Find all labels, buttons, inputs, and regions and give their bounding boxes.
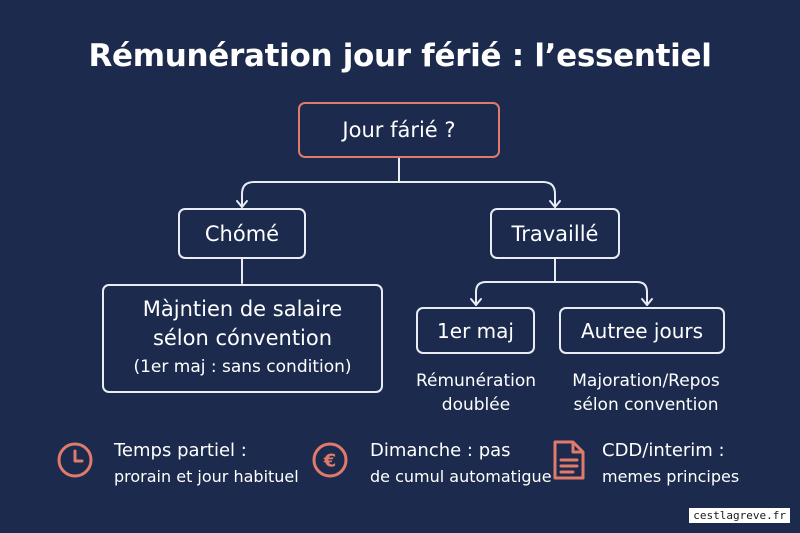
case-1er-mai-desc: Rémunération doublée bbox=[400, 369, 552, 417]
root-label: Jour fárié ? bbox=[342, 118, 456, 142]
branch-chome-label: Chómé bbox=[204, 221, 280, 246]
chome-detail-box: Màjntien de salaire sélon cónvention (1e… bbox=[102, 284, 383, 393]
case-autres-jours-box: Autree jours bbox=[559, 307, 725, 354]
connector-root-left bbox=[241, 181, 400, 208]
clock-icon bbox=[57, 442, 93, 478]
case-1er-mai-box: 1er maj bbox=[416, 307, 535, 354]
footer-dimanche-title: Dimanche : pas bbox=[370, 440, 511, 461]
watermark: cestlagreve.fr bbox=[689, 508, 790, 523]
svg-text:€: € bbox=[323, 451, 337, 472]
footer-temps-partiel-sub: prorain et jour habituel bbox=[114, 467, 299, 486]
case-autres-jours-desc-line-2: sélon convention bbox=[573, 395, 719, 415]
footer-cdd-title: CDD/interim : bbox=[602, 440, 725, 461]
footer-temps-partiel-title: Temps partiel : bbox=[114, 440, 247, 461]
case-autres-jours-desc-line-1: Majoration/Repos bbox=[572, 371, 720, 391]
chome-detail-line-1: Màjntien de salaire bbox=[142, 297, 343, 321]
footer-cdd-sub: memes principes bbox=[602, 467, 740, 486]
case-1er-mai-label: 1er maj bbox=[437, 318, 514, 343]
page-title: Rémunération jour férié : l’essentiel bbox=[88, 38, 712, 74]
connector-right-right bbox=[554, 281, 648, 306]
branch-travaille-label: Travaillé bbox=[511, 221, 599, 246]
case-autres-jours-label: Autree jours bbox=[580, 318, 704, 343]
branch-chome-box: Chómé bbox=[178, 208, 306, 259]
euro-icon: € bbox=[312, 442, 348, 478]
chome-detail-line-3: (1er maj : sans condition) bbox=[133, 357, 352, 377]
case-1er-mai-desc-line-2: doublée bbox=[441, 395, 511, 415]
branch-travaille-box: Travaillé bbox=[490, 208, 620, 259]
case-1er-mai-desc-line-1: Rémunération bbox=[415, 371, 537, 391]
connector-root-right bbox=[398, 181, 556, 208]
case-autres-jours-desc: Majoration/Repos sélon convention bbox=[552, 369, 740, 417]
root-question-box: Jour fárié ? bbox=[298, 102, 500, 158]
chome-detail-line-2: sélon cónvention bbox=[152, 326, 333, 350]
document-icon bbox=[553, 440, 585, 480]
footer-dimanche-sub: de cumul automatigue bbox=[370, 467, 552, 486]
connector-right-left bbox=[475, 281, 556, 306]
